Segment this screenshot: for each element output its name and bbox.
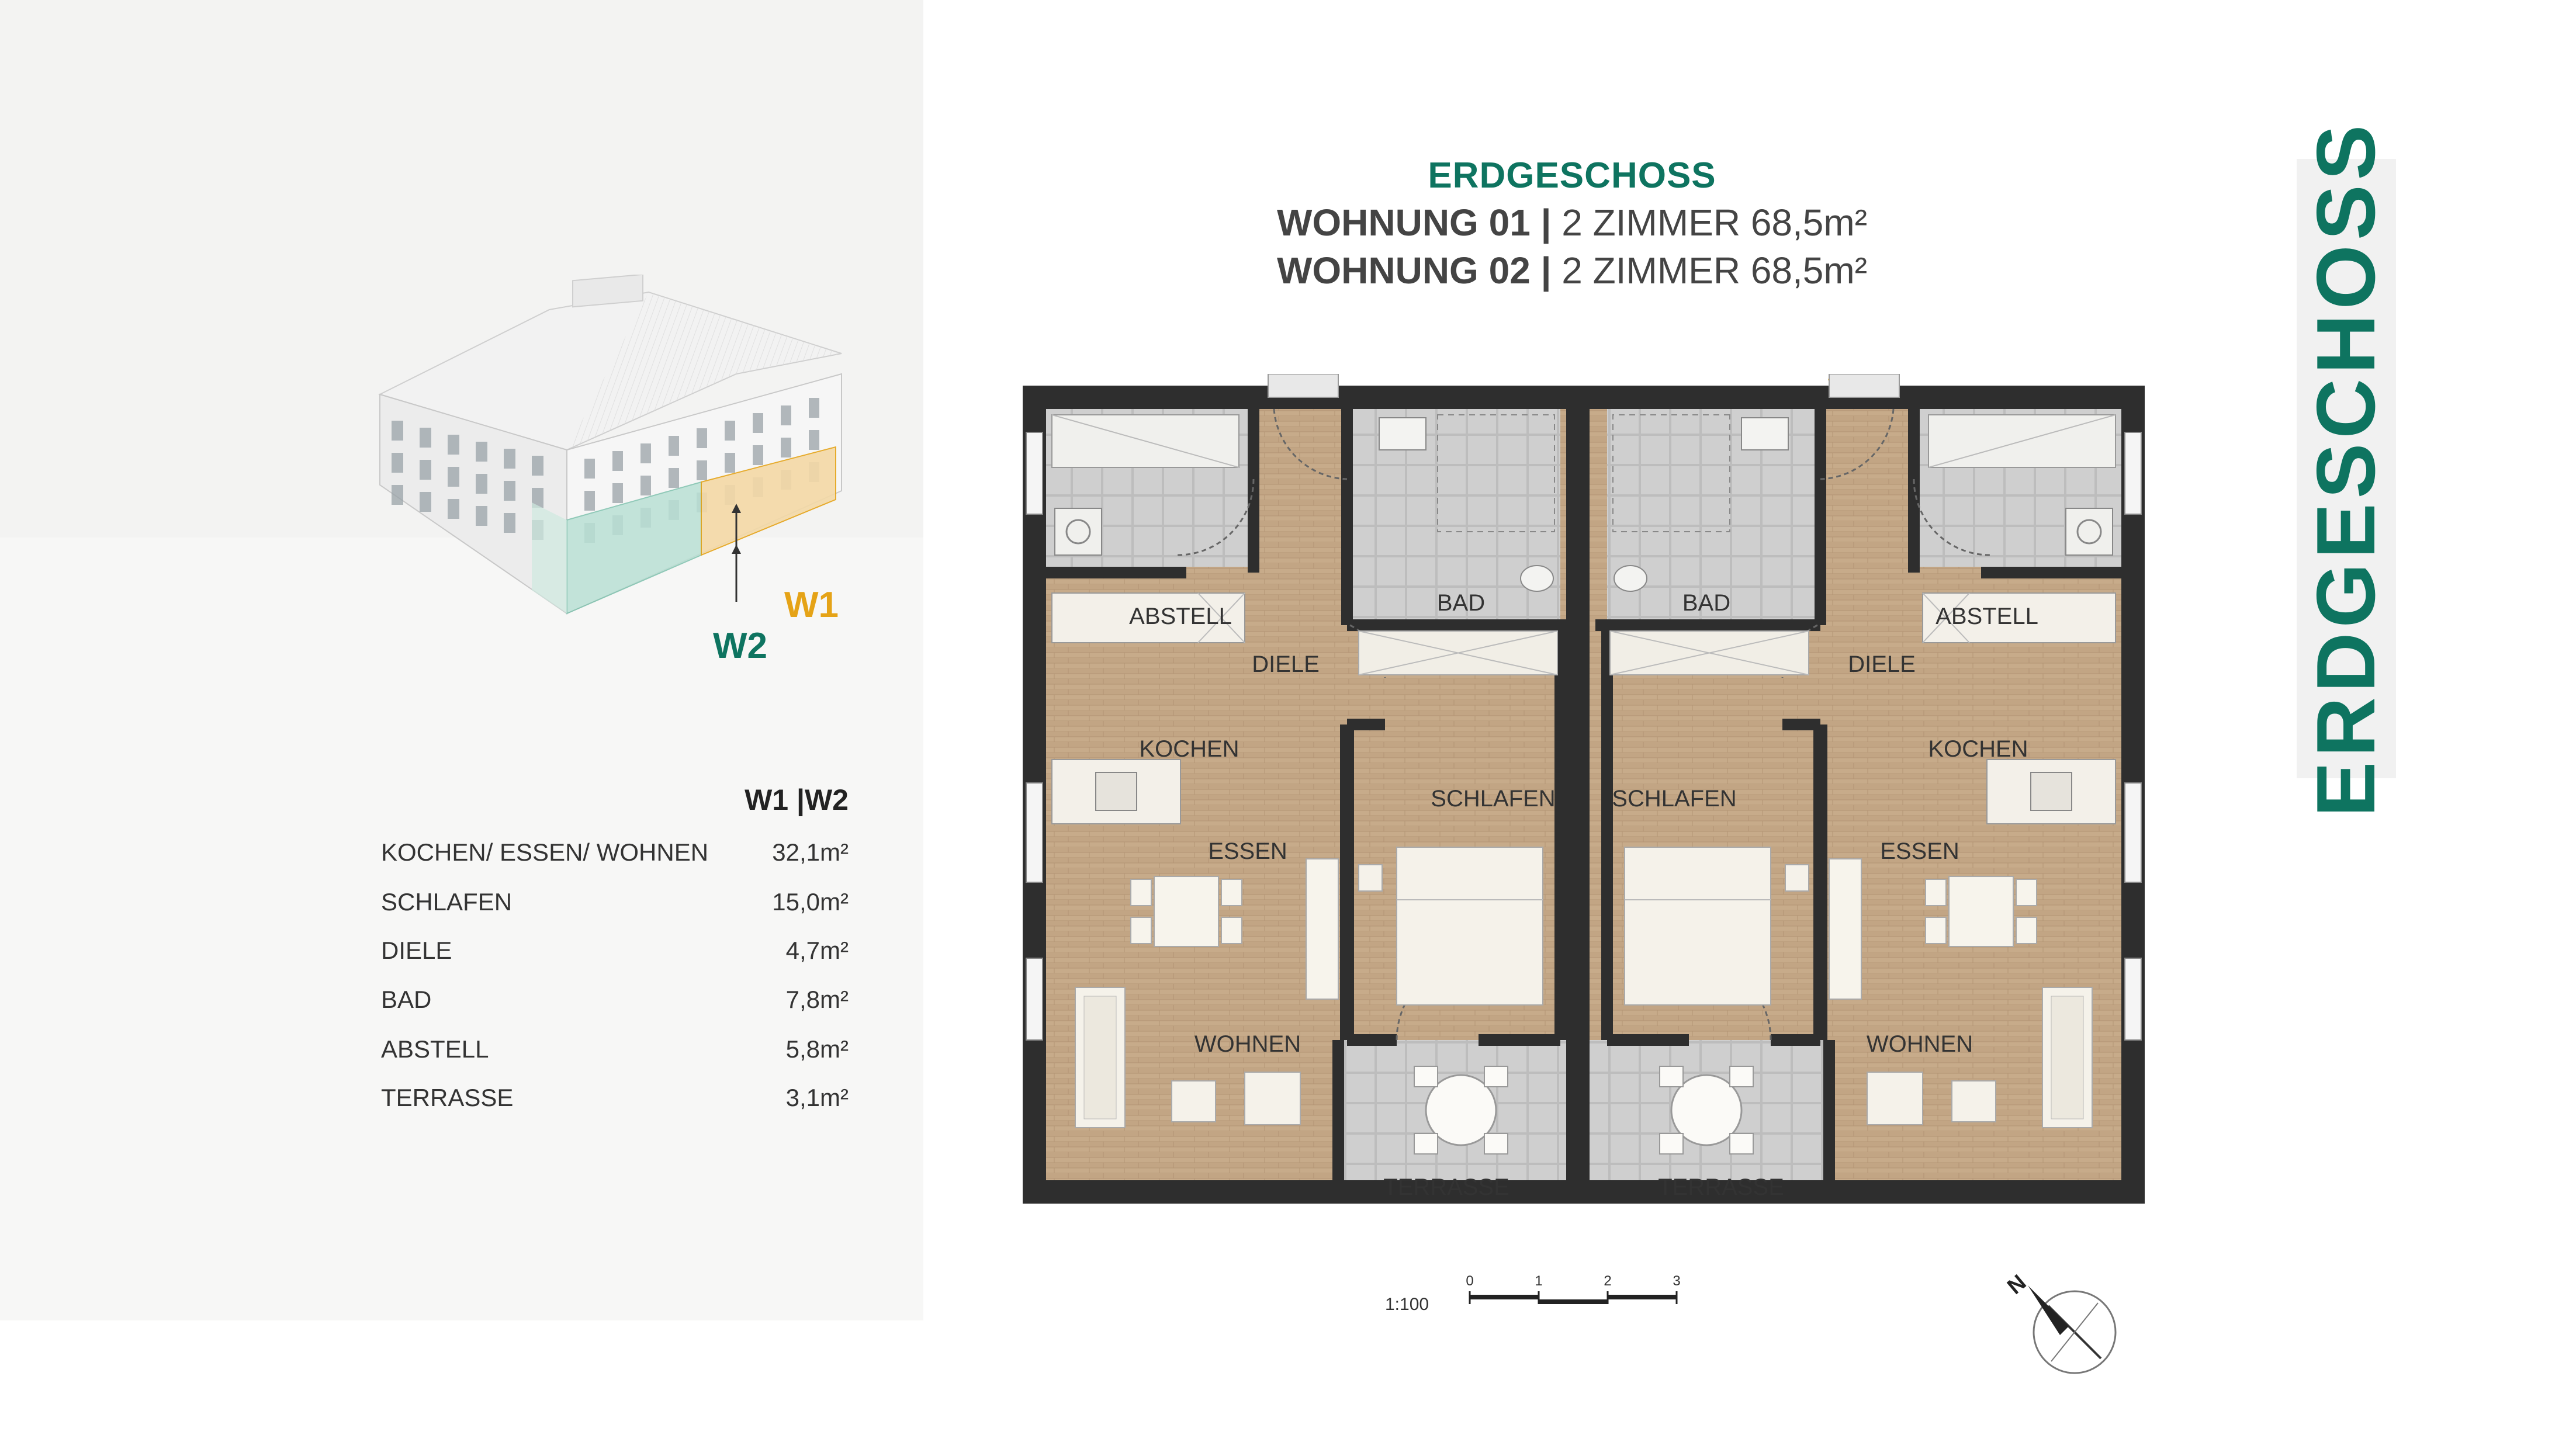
building-window xyxy=(420,492,431,512)
building-window xyxy=(781,438,791,457)
building-window xyxy=(448,467,459,487)
building-window xyxy=(753,413,763,433)
room-label-terrasse: TERRASSE xyxy=(1658,1174,1784,1200)
compass-north-label: N xyxy=(2003,1270,2031,1299)
building-window xyxy=(725,421,735,441)
building-window xyxy=(697,460,707,480)
room-label-abstell: ABSTELL xyxy=(1936,604,2038,629)
scale-tick-label: 2 xyxy=(1604,1273,1611,1289)
room-label-bad: BAD xyxy=(1682,590,1730,616)
building-window xyxy=(809,430,819,450)
building-window xyxy=(420,428,431,448)
room-name: SCHLAFEN xyxy=(381,888,513,916)
roof-dormer xyxy=(572,275,643,308)
room-label-essen: ESSEN xyxy=(1880,838,1959,864)
scale-bar: 1:100 0 1 2 3 xyxy=(1385,1273,1681,1314)
room-label-bad: BAD xyxy=(1437,590,1485,616)
room-label-schlafen: SCHLAFEN xyxy=(1612,786,1736,812)
room-area: 7,8m² xyxy=(785,986,849,1013)
building-window xyxy=(640,476,651,495)
building-window xyxy=(448,435,459,455)
building-window xyxy=(448,499,459,519)
building-window xyxy=(476,474,487,494)
side-floor-tag: ERDGESCHOSS xyxy=(2297,120,2396,817)
left-info-panel xyxy=(0,0,923,1320)
scale-tick-label: 1 xyxy=(1535,1273,1542,1289)
windows-left xyxy=(392,421,543,540)
room-label-diele: DIELE xyxy=(1848,651,1916,677)
building-window xyxy=(669,436,679,456)
side-floor-tag-text: ERDGESCHOSS xyxy=(2300,120,2393,817)
unit-2-name: WOHNUNG 02 | xyxy=(1276,249,1552,292)
building-window xyxy=(392,453,403,473)
room-area: 32,1m² xyxy=(772,838,849,866)
room-area: 3,1m² xyxy=(785,1084,849,1111)
unit-1-details: 2 ZIMMER 68,5m² xyxy=(1551,202,1868,244)
area-table-header: W1 |W2 xyxy=(745,784,849,816)
scale-tick-label: 0 xyxy=(1466,1273,1473,1289)
building-window xyxy=(612,451,623,471)
building-label-w1: W1 xyxy=(784,585,839,625)
table-row: DIELE 4,7m² xyxy=(381,937,849,983)
scale-ratio: 1:100 xyxy=(1385,1295,1429,1314)
plan-title: ERDGESCHOSS WOHNUNG 01 | 2 ZIMMER 68,5m²… xyxy=(1122,155,2022,292)
building-window xyxy=(697,428,707,448)
building-window xyxy=(532,456,543,476)
building-window xyxy=(781,405,791,425)
unit-w1-highlight xyxy=(701,446,836,556)
room-name: TERRASSE xyxy=(381,1084,514,1111)
unit-2-details: 2 ZIMMER 68,5m² xyxy=(1551,249,1868,292)
room-label-kochen: KOCHEN xyxy=(1928,736,2028,762)
unit-1-name: WOHNUNG 01 | xyxy=(1276,202,1552,244)
room-name: DIELE xyxy=(381,937,452,964)
table-row: KOCHEN/ ESSEN/ WOHNEN 32,1m² xyxy=(381,838,849,885)
building-window xyxy=(809,398,819,418)
entry-w2-step xyxy=(1268,374,1339,398)
building-window xyxy=(640,443,651,463)
floor-plan: ABSTELL BAD DIELE KOCHEN ESSEN SCHLAFEN … xyxy=(1011,374,2156,1215)
building-window xyxy=(420,460,431,480)
room-label-essen: ESSEN xyxy=(1208,838,1287,864)
room-label-schlafen: SCHLAFEN xyxy=(1431,786,1555,812)
room-area: 15,0m² xyxy=(772,888,849,916)
room-label-diele: DIELE xyxy=(1252,651,1320,677)
room-label-kochen: KOCHEN xyxy=(1139,736,1239,762)
building-window xyxy=(504,513,515,533)
building-window xyxy=(392,485,403,505)
room-label-wohnen: WOHNEN xyxy=(1867,1031,1973,1057)
scale-tick-label: 3 xyxy=(1673,1273,1680,1289)
building-window xyxy=(532,488,543,508)
table-row: ABSTELL 5,8m² xyxy=(381,1035,849,1082)
building-isometric-illustration xyxy=(378,275,842,615)
entry-w1-step xyxy=(1829,374,1900,398)
table-row: TERRASSE 3,1m² xyxy=(381,1084,849,1131)
building-window xyxy=(504,481,515,501)
unit-2-summary: WOHNUNG 02 | 2 ZIMMER 68,5m² xyxy=(1122,249,2022,292)
room-area: 5,8m² xyxy=(785,1035,849,1063)
floor-title: ERDGESCHOSS xyxy=(1428,155,1716,196)
room-name: ABSTELL xyxy=(381,1035,489,1063)
room-label-abstell: ABSTELL xyxy=(1129,604,1232,629)
building-window xyxy=(753,445,763,465)
building-window xyxy=(584,491,595,511)
building-label-w2: W2 xyxy=(713,626,767,666)
building-window xyxy=(392,421,403,441)
building-window xyxy=(725,453,735,473)
building-window xyxy=(476,506,487,526)
room-label-terrasse: TERRASSE xyxy=(1383,1174,1509,1200)
unit-w2-side xyxy=(532,502,567,613)
north-compass-icon: N xyxy=(2003,1270,2117,1374)
table-row: BAD 7,8m² xyxy=(381,986,849,1032)
building-window xyxy=(669,468,679,488)
building-window xyxy=(612,483,623,503)
table-row: SCHLAFEN 15,0m² xyxy=(381,888,849,935)
room-name: BAD xyxy=(381,986,432,1013)
building-window xyxy=(584,459,595,479)
building-window xyxy=(504,449,515,469)
room-label-wohnen: WOHNEN xyxy=(1194,1031,1301,1057)
building-window xyxy=(476,442,487,462)
room-area: 4,7m² xyxy=(785,937,849,964)
unit-1-summary: WOHNUNG 01 | 2 ZIMMER 68,5m² xyxy=(1122,201,2022,244)
room-name: KOCHEN/ ESSEN/ WOHNEN xyxy=(381,838,709,866)
